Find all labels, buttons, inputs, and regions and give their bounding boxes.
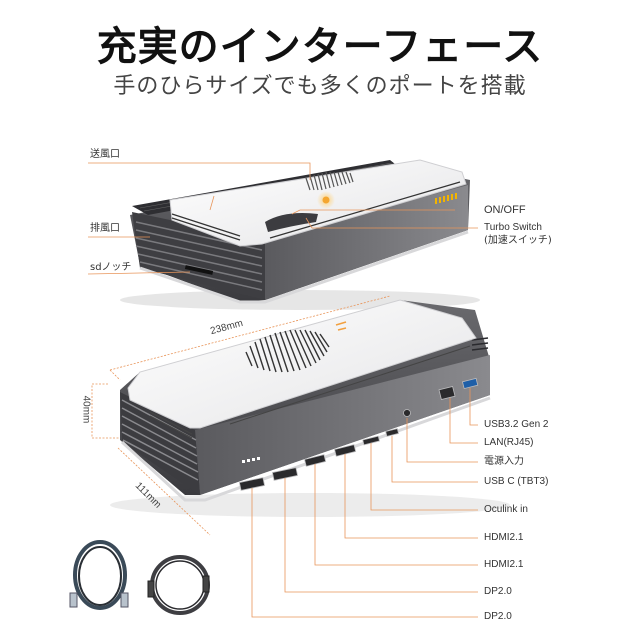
dp-port-2	[271, 467, 299, 481]
port-label-dp-2: DP2.0	[484, 611, 512, 622]
port-label-oculink: Oculink in	[484, 504, 528, 515]
port-label-lan: LAN(RJ45)	[484, 437, 534, 448]
callout-sd-slot: sdノッチ	[90, 262, 132, 273]
dp-port-1	[238, 477, 266, 491]
usbc-port	[385, 428, 400, 437]
callout-turbo-switch: Turbo Switch	[484, 222, 542, 233]
power-jack	[403, 409, 411, 417]
hdmi-port-2	[334, 444, 357, 457]
dimension-height: 40mm	[80, 395, 92, 424]
page-subtitle: 手のひらサイズでも多くのポートを搭載	[113, 74, 527, 99]
dimension-lines	[91, 295, 391, 536]
page-title: 充実のインターフェース	[96, 24, 544, 70]
bottom-device	[110, 299, 510, 517]
hdmi-cable	[147, 555, 210, 615]
port-label-usbc: USB C (TBT3)	[484, 476, 549, 487]
top-callout-lines	[87, 162, 478, 275]
port-label-hdmi-2: HDMI2.1	[484, 559, 524, 570]
oculink-port	[362, 435, 380, 446]
hdmi-port-1	[304, 454, 327, 467]
port-callout-lines	[251, 388, 478, 618]
callout-power-button: ON/OFF	[484, 204, 526, 216]
lan-cable	[69, 540, 129, 610]
port-label-dp-1: DP2.0	[484, 586, 512, 597]
port-label-power-in: 電源入力	[484, 456, 524, 467]
callout-turbo-switch-jp: (加速スイッチ)	[484, 235, 552, 246]
port-label-usb32: USB3.2 Gen 2	[484, 419, 549, 430]
callout-exhaust-vent: 排風口	[90, 223, 120, 234]
top-device	[120, 159, 480, 310]
port-label-hdmi-1: HDMI2.1	[484, 532, 524, 543]
lan-port	[438, 385, 456, 401]
callout-intake-vent: 送風口	[90, 149, 120, 160]
usb-a-port	[461, 377, 479, 390]
